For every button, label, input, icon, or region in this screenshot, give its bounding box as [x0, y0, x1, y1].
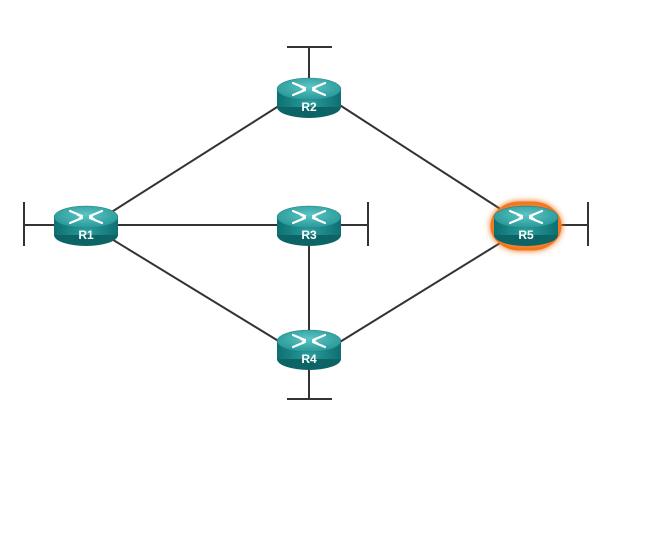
link-r4-r5: [334, 239, 506, 346]
router-label: R2: [301, 100, 317, 114]
router-arrows-icon: [68, 209, 104, 225]
router-r3[interactable]: R3: [276, 205, 342, 246]
lan-segment-r1: [23, 202, 56, 246]
highlight-ring: [490, 201, 562, 251]
router-arrows-icon: [291, 81, 327, 97]
link-r1-r4: [109, 237, 286, 346]
router-icon: [276, 329, 342, 370]
lan-segment-r2: [287, 46, 332, 80]
link-r2-r5: [334, 101, 506, 213]
router-icon: [276, 205, 342, 246]
router-r5[interactable]: R5: [490, 201, 562, 251]
router-arrows-icon: [291, 209, 327, 225]
lan-segment-r5: [560, 202, 589, 246]
router-r2[interactable]: R2: [276, 77, 342, 118]
links-layer: [109, 101, 506, 346]
router-label: R1: [78, 228, 94, 242]
lan-segment-r4: [287, 368, 332, 400]
lan-segments-layer: [23, 46, 589, 400]
router-icon: [53, 205, 119, 246]
router-label: R5: [518, 228, 534, 242]
router-icon: [493, 205, 559, 246]
router-icon: [276, 77, 342, 118]
link-r1-r2: [109, 101, 286, 214]
router-arrows-icon: [291, 333, 327, 349]
router-label: R3: [301, 228, 317, 242]
router-arrows-icon: [508, 209, 544, 225]
lan-segment-r3: [340, 202, 369, 246]
router-r4[interactable]: R4: [276, 329, 342, 370]
router-r1[interactable]: R1: [53, 205, 119, 246]
router-label: R4: [301, 352, 317, 366]
